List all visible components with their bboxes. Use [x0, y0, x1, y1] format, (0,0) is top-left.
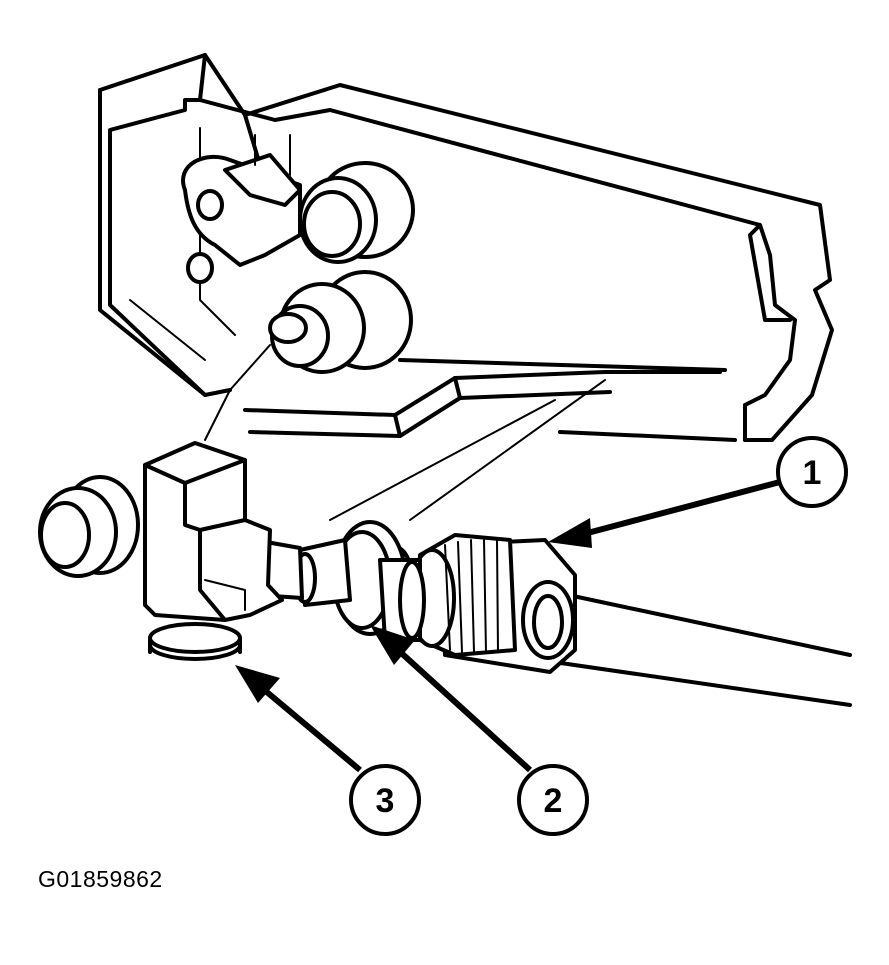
callout-3: 3 — [235, 665, 421, 836]
callout-3-label: 3 — [376, 782, 395, 820]
cable-end-assembly — [38, 441, 852, 707]
upper-bushing — [298, 161, 415, 264]
figure-id: G01859862 — [38, 866, 163, 892]
bracket-housing — [98, 53, 834, 521]
pin-bushing — [38, 475, 140, 578]
callout-1: 1 — [548, 436, 848, 548]
callout-2-label: 2 — [544, 782, 563, 820]
callout-2: 2 — [370, 625, 589, 836]
lower-bushing — [268, 270, 413, 374]
callout-1-label: 1 — [803, 454, 822, 492]
knurled-adjuster — [408, 533, 577, 674]
retainer-block — [143, 441, 284, 661]
